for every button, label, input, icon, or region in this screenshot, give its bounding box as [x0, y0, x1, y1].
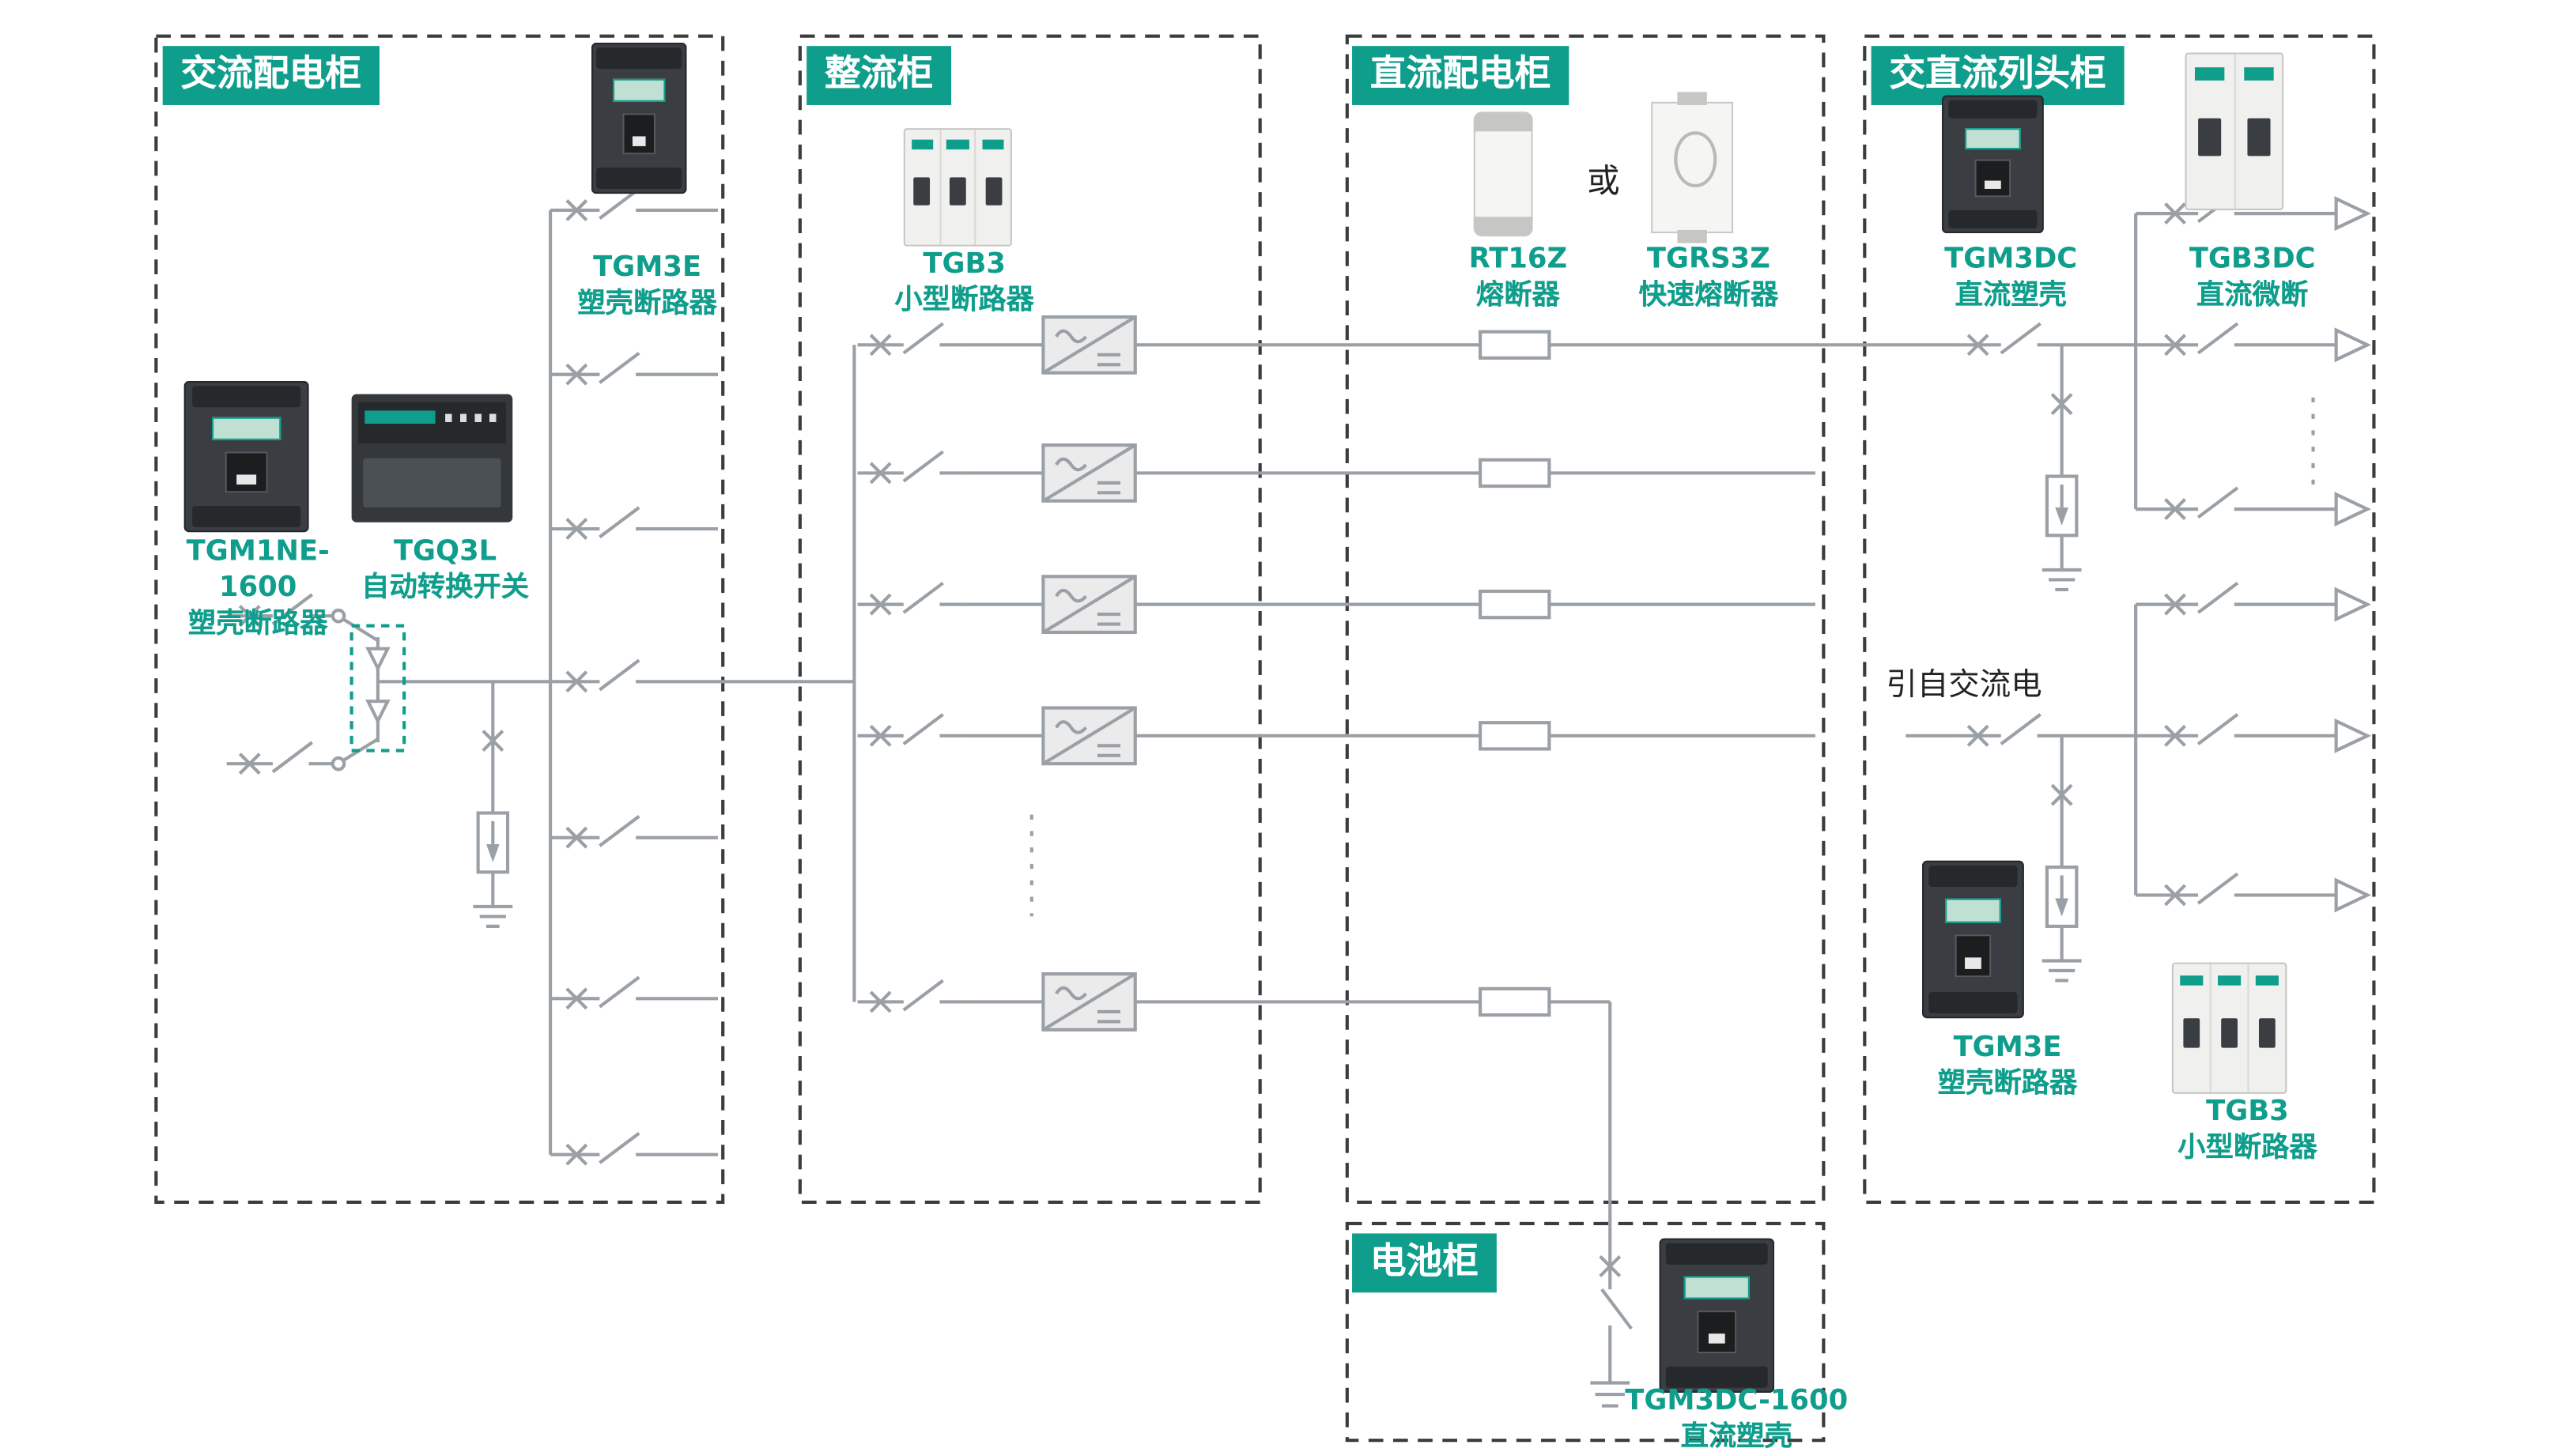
cabinet-title-battery: 电池柜: [1352, 1233, 1497, 1292]
dc-cabinet-circuit: [1480, 332, 1549, 1015]
cabinet-title-ac: 交流配电柜: [162, 46, 380, 104]
battery-cabinet-circuit: [1590, 1001, 1631, 1408]
cabinet-title-dc: 直流配电柜: [1352, 46, 1569, 104]
tgb3-row-photo: [2171, 962, 2287, 1094]
cabinet-title-rowhead: 交直流列头柜: [1871, 46, 2125, 104]
row-head-cabinet-circuit: [1906, 192, 2367, 980]
from-ac-note: 引自交流电: [1886, 666, 2042, 703]
tgb3dc-photo: [2185, 52, 2284, 210]
tgm3e-row-photo: [1922, 860, 2024, 1019]
rectifier-cabinet-circuit: [852, 317, 2136, 1030]
tgrs3z-photo: [1651, 92, 1734, 243]
tgm3e-ac-photo: [591, 43, 687, 194]
tgm3dc-photo: [1941, 95, 2044, 234]
ac-cabinet-circuit: [227, 189, 855, 1164]
cabinet-borders: [154, 34, 2376, 1443]
tgm1ne-photo: [183, 381, 309, 533]
cabinet-title-rectifier: 整流柜: [806, 46, 952, 104]
rt16z-photo: [1473, 111, 1533, 237]
tgq3l-photo: [351, 394, 513, 522]
circuit-lines: [227, 189, 2367, 1408]
tgb3-rect-photo: [903, 128, 1012, 247]
tgm3dc1600-photo: [1659, 1238, 1775, 1393]
or-text: 或: [1587, 160, 1620, 201]
